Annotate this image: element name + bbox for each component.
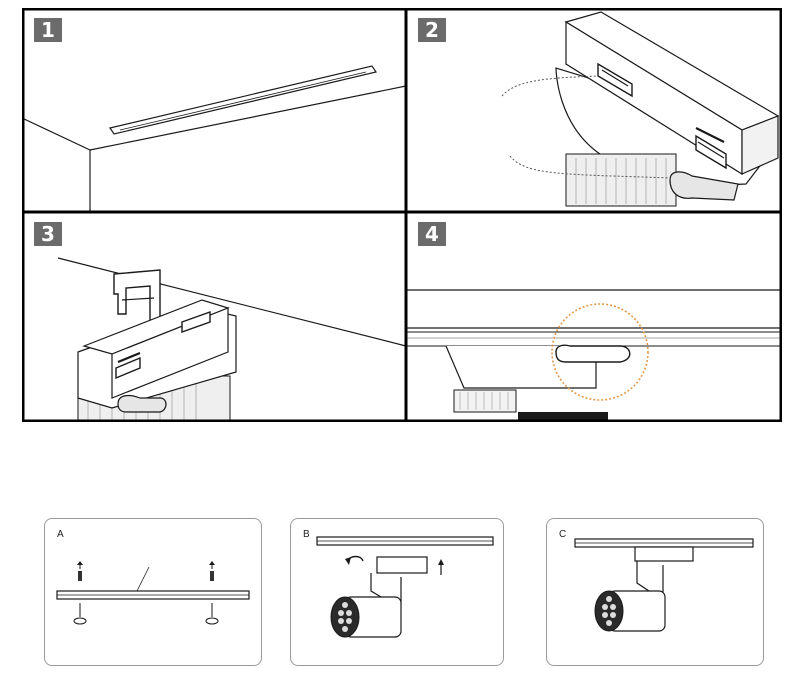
insert-spotlight-drawing bbox=[316, 536, 494, 638]
spotlight-head bbox=[330, 596, 402, 638]
step-c-card: C bbox=[546, 518, 764, 666]
track-rail-profile bbox=[113, 269, 161, 323]
track-adapter bbox=[634, 546, 694, 562]
step-number-badge: 4 bbox=[418, 222, 446, 246]
track-adapter bbox=[376, 556, 428, 574]
step-number-badge: 1 bbox=[34, 18, 62, 42]
ceiling-slot-drawing bbox=[22, 65, 406, 212]
adapter-latch bbox=[555, 344, 631, 363]
screw-icon bbox=[209, 561, 215, 581]
adapter-insert-drawing bbox=[57, 257, 406, 422]
step-panel-2: 2 bbox=[406, 8, 782, 212]
installed-spotlight-drawing bbox=[574, 538, 754, 632]
step-letter: A bbox=[57, 529, 64, 540]
screw-icon bbox=[77, 561, 83, 581]
latch-lock-drawing bbox=[406, 289, 782, 422]
installation-steps-grid: 1 2 bbox=[22, 8, 782, 422]
step-letter: C bbox=[559, 529, 567, 540]
rotate-arrow-icon bbox=[345, 555, 364, 565]
step-number-badge: 2 bbox=[418, 18, 446, 42]
adapter-base bbox=[518, 412, 608, 422]
up-arrow-icon bbox=[438, 559, 444, 575]
adapter-base bbox=[565, 153, 677, 207]
step-panel-4: 4 bbox=[406, 212, 782, 422]
adapter-latch bbox=[117, 394, 167, 413]
mount-track-drawing bbox=[56, 561, 250, 625]
anchor-icon bbox=[205, 603, 219, 625]
track-rail bbox=[406, 331, 782, 347]
step-panel-3: 3 bbox=[22, 212, 406, 422]
spotlight-head bbox=[594, 590, 666, 632]
anchor-icon bbox=[73, 603, 87, 625]
adapter-closeup-drawing bbox=[501, 11, 780, 207]
step-letter: B bbox=[303, 529, 310, 540]
step-panel-1: 1 bbox=[22, 8, 406, 212]
step-b-card: B bbox=[290, 518, 504, 666]
step-number-badge: 3 bbox=[34, 222, 62, 246]
step-a-card: A bbox=[44, 518, 262, 666]
